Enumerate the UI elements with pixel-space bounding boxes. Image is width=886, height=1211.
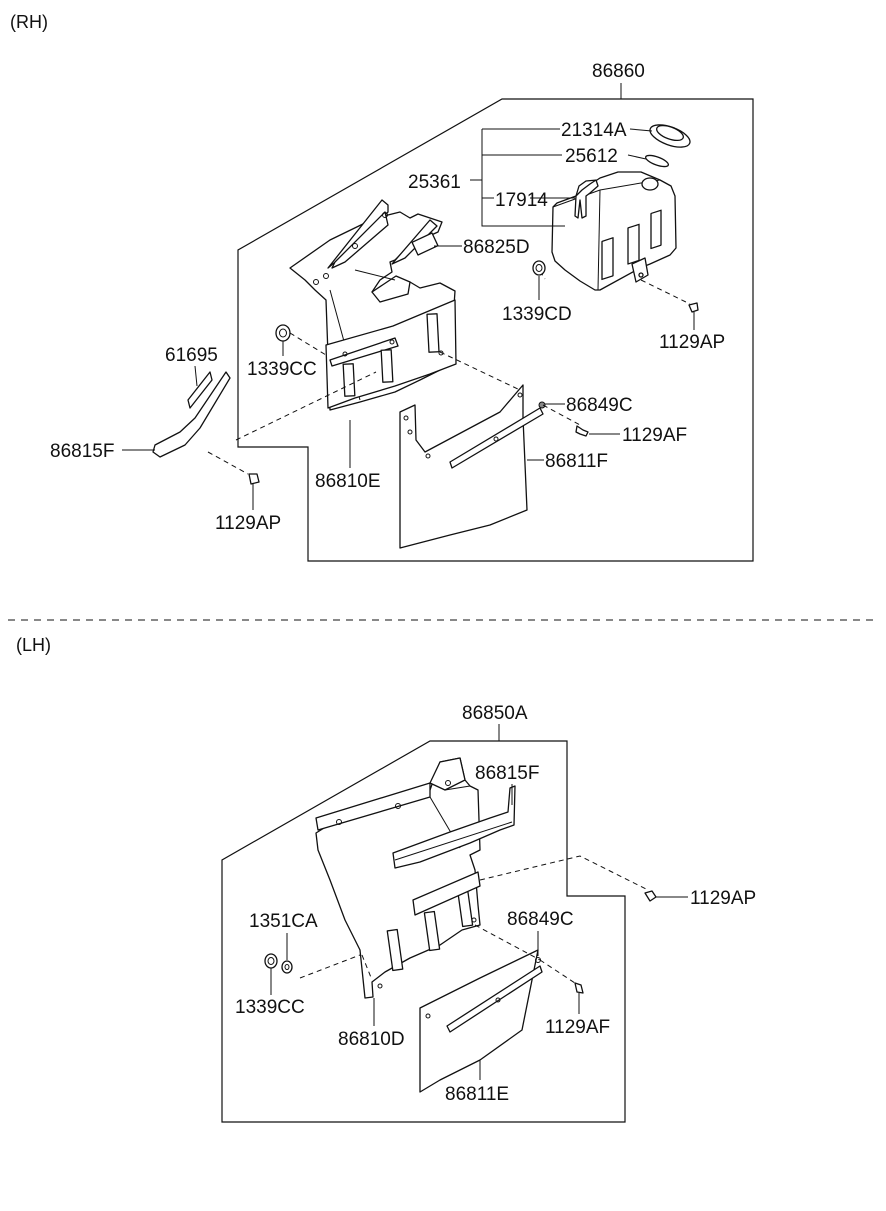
rh-label-1129ap-top: 1129AP (659, 332, 725, 353)
lh-label-1351ca: 1351CA (249, 911, 318, 932)
lh-label-86815f: 86815F (475, 763, 539, 784)
rh-label-assembly: 86860 (592, 61, 645, 82)
lh-mudflap-86811e (419, 949, 543, 1093)
rh-label-17914: 17914 (495, 190, 548, 211)
rh-label-86815f: 86815F (50, 441, 114, 462)
rh-label-21314a: 21314A (561, 120, 627, 141)
rh-label-86811f: 86811F (545, 451, 608, 472)
rh-label-61695: 61695 (165, 345, 218, 366)
rh-nut-1339cc (275, 324, 291, 342)
lh-section-label: (LH) (16, 635, 51, 655)
rh-assembly-boundary (237, 98, 754, 562)
lh-label-86811e: 86811E (445, 1084, 509, 1105)
rh-mudflap-86811f (399, 384, 544, 549)
rh-label-86849c: 86849C (566, 395, 633, 416)
rh-seal-25612 (644, 154, 670, 168)
rh-strip-86815f (152, 371, 231, 458)
lh-label-86810d: 86810D (338, 1029, 405, 1050)
lh-mudguard-86810d (315, 757, 481, 999)
rh-label-86825d: 86825D (463, 237, 530, 258)
rh-label-1339cd: 1339CD (502, 304, 572, 325)
rh-bolt-86849c (538, 401, 546, 409)
rh-label-1129ap-bottom: 1129AP (215, 513, 281, 534)
rh-bracket-17914 (574, 179, 599, 219)
rh-bolt-1129ap-bottom (248, 473, 260, 485)
rh-section-label: (RH) (10, 12, 48, 32)
rh-label-1339cc: 1339CC (247, 359, 317, 380)
rh-cap-21314a (649, 124, 691, 148)
lh-bolt-1129ap (644, 890, 657, 902)
lh-label-1339cc: 1339CC (235, 997, 305, 1018)
lh-label-1129af: 1129AF (545, 1017, 610, 1038)
rh-nut-1339cd (532, 260, 546, 276)
lh-label-1129ap: 1129AP (690, 888, 756, 909)
lh-nut-1339cc (264, 953, 278, 969)
rh-bolt-1129ap-top (688, 302, 699, 313)
rh-bolt-1129af (575, 425, 589, 437)
lh-bolt-1129af (574, 982, 584, 994)
rh-label-25612: 25612 (565, 146, 618, 167)
lh-washer-1351ca (281, 960, 293, 974)
rh-label-1129af: 1129AF (622, 425, 687, 446)
lh-label-86849c: 86849C (507, 909, 574, 930)
rh-label-86810e: 86810E (315, 471, 381, 492)
lh-assembly-boundary (221, 740, 626, 1123)
lh-strip-86815f (392, 785, 516, 869)
lh-label-assembly: 86850A (462, 703, 528, 724)
rh-washer-tank (551, 171, 677, 291)
rh-strip-61695 (187, 371, 213, 409)
rh-label-25361: 25361 (408, 172, 461, 193)
